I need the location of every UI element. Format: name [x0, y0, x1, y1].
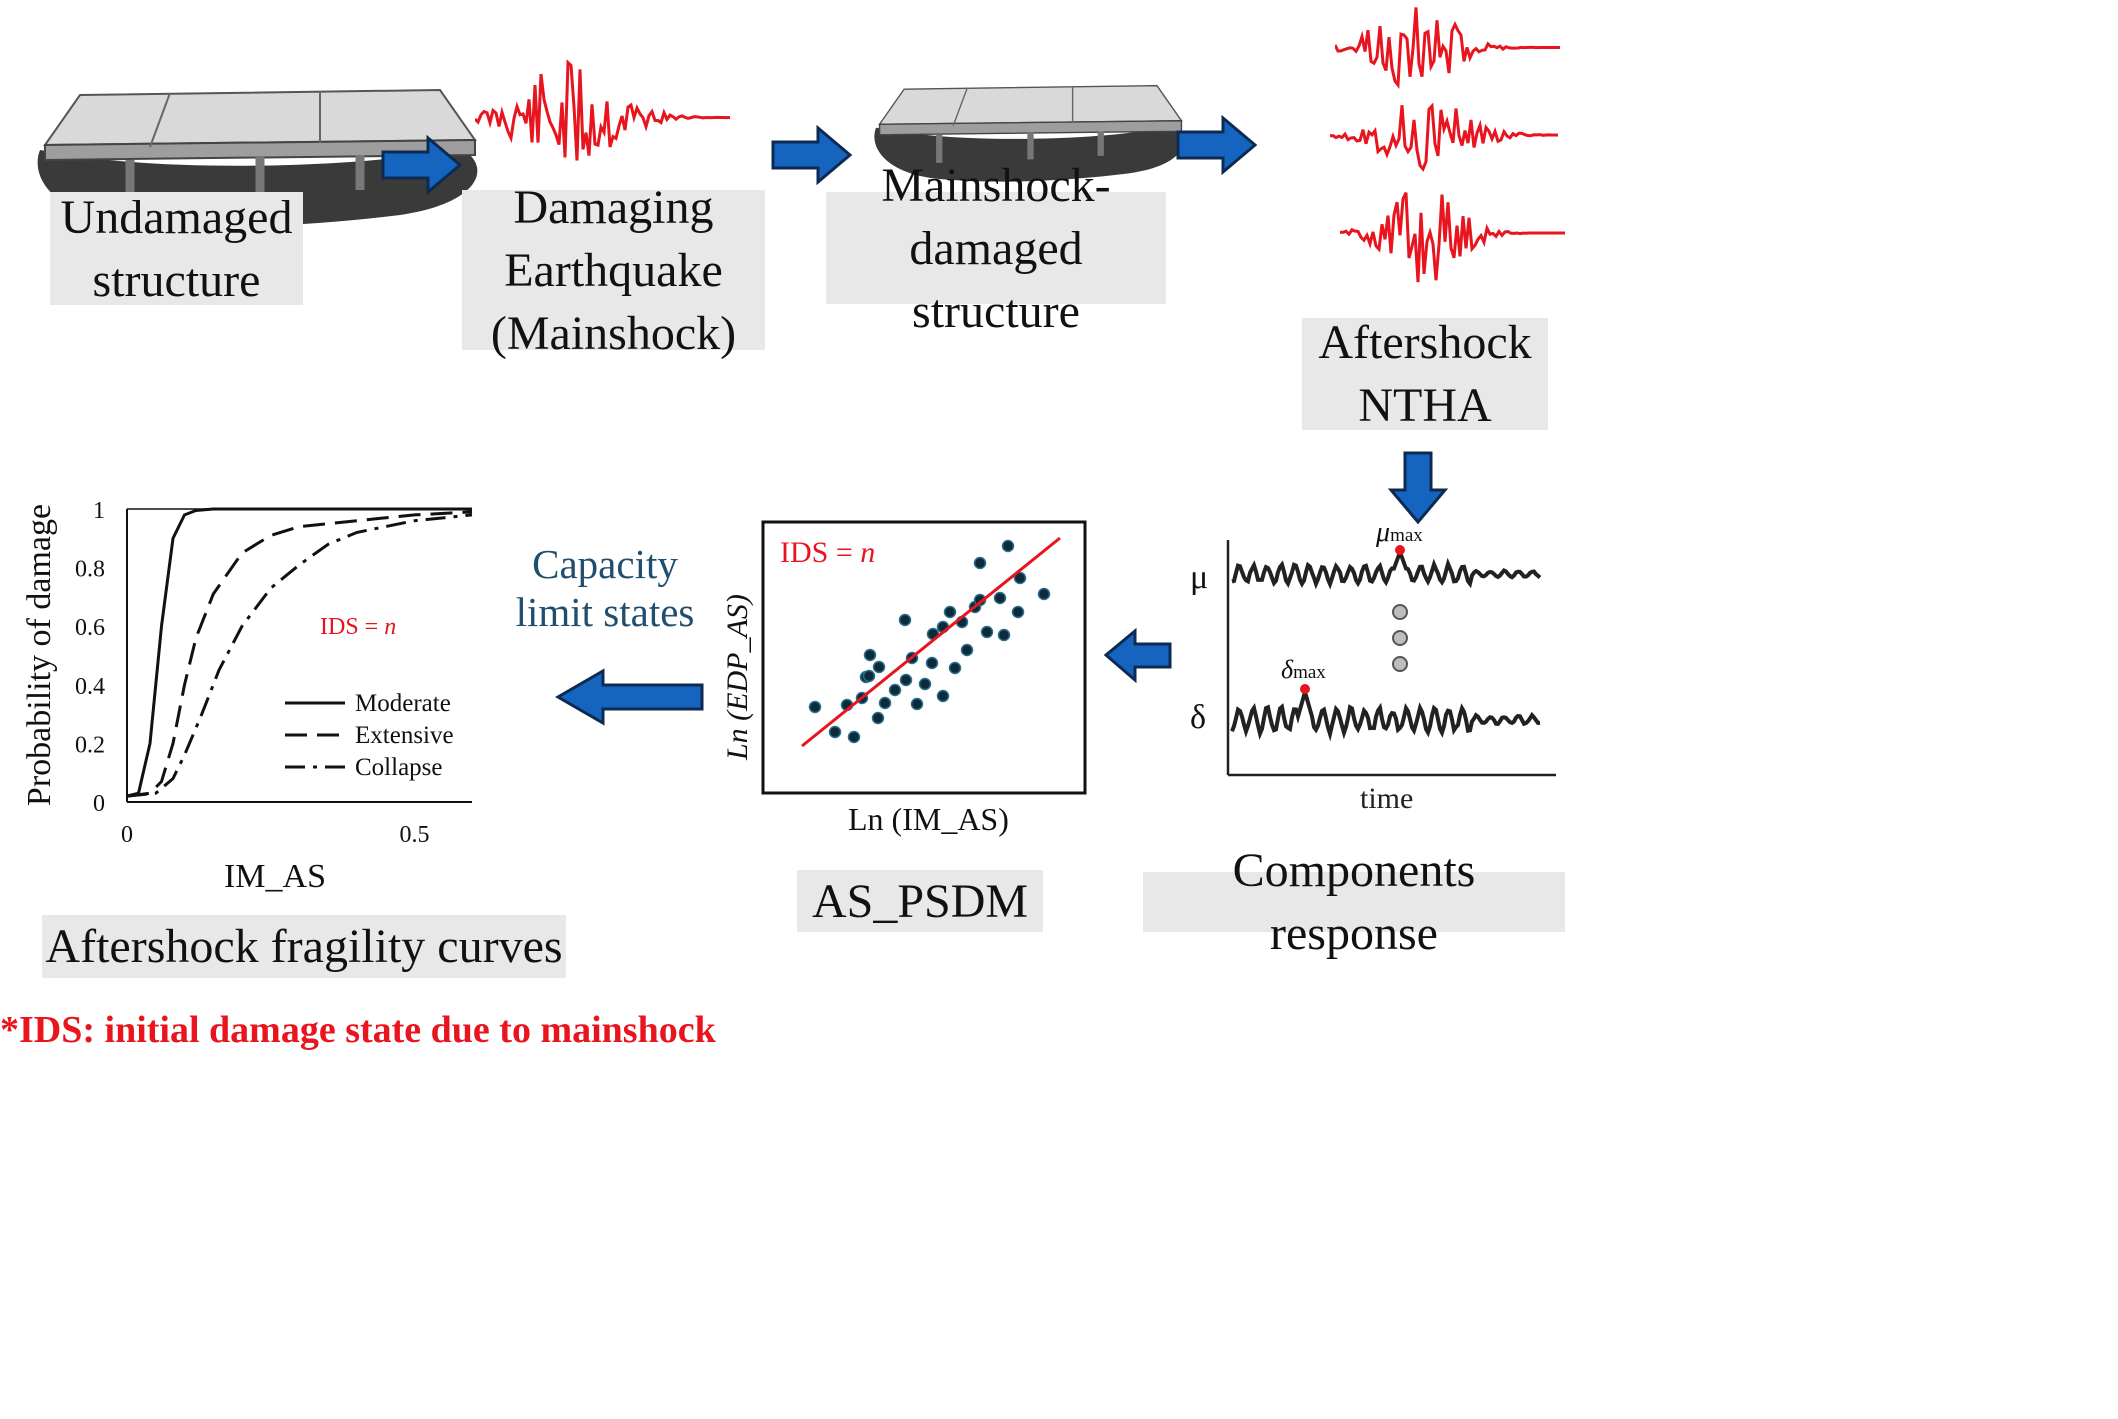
- psdm-point: [863, 648, 877, 662]
- psdm-point: [878, 696, 892, 710]
- svg-text:μmax: μmax: [1375, 517, 1423, 548]
- psdm-point: [973, 593, 987, 607]
- psdm-point: [888, 683, 902, 697]
- psdm-point: [960, 643, 974, 657]
- aftershock-waveform-2: [1330, 102, 1559, 172]
- fragility-legend-label: Collapse: [355, 754, 443, 781]
- psdm-point: [808, 700, 822, 714]
- aftershock-fragility-label: Aftershock fragility curves: [42, 915, 566, 978]
- fragility-ytick-label: 0.8: [75, 557, 105, 583]
- svg-text:IDS = n: IDS = n: [780, 536, 875, 569]
- fragility-xtick-label: 0: [121, 822, 133, 848]
- mu-axis-label: μ: [1190, 559, 1208, 596]
- fragility-curves-chart: 0 0.2 0.4 0.6 0.8 1 0 0.5 ModerateExtensiveCol…: [21, 498, 473, 895]
- capacity-line2: limit states: [515, 589, 695, 635]
- fragility-xlabel: IM_AS: [224, 858, 326, 895]
- arrow-down: [1388, 451, 1448, 525]
- undamaged-structure-label: Undamaged structure: [50, 191, 303, 307]
- arrow-left-small: [1103, 628, 1172, 683]
- psdm-point: [1001, 539, 1015, 553]
- psdm-ylabel-prefix: Ln: [721, 721, 754, 761]
- fragility-ids-annotation: IDS = n: [320, 614, 396, 640]
- as-psdm-text: AS_PSDM: [811, 874, 1029, 928]
- fragility-ytick-label: 0.2: [75, 732, 105, 758]
- arrow-right-1: [381, 135, 463, 195]
- aftershock-waveform-1: [1335, 7, 1560, 89]
- delta-max-symbol: δ: [1281, 655, 1294, 684]
- mainshock-label: Damaging Earthquake (Mainshock): [462, 181, 765, 360]
- psdm-point: [847, 730, 861, 744]
- psdm-point: [993, 591, 1007, 605]
- psdm-point: [943, 605, 957, 619]
- mainshock-waveform: [475, 59, 730, 161]
- psdm-ids-prefix: IDS =: [780, 536, 860, 569]
- psdm-point: [910, 697, 924, 711]
- damaged-line2: damaged structure: [909, 221, 1083, 338]
- fragility-legend-label: Moderate: [355, 690, 451, 717]
- ntha-line1: Aftershock: [1318, 316, 1532, 369]
- psdm-point: [828, 725, 842, 739]
- psdm-point: [1011, 605, 1025, 619]
- fragility-legend-label: Extensive: [355, 722, 454, 749]
- psdm-point: [925, 656, 939, 670]
- psdm-point: [948, 661, 962, 675]
- psdm-point: [997, 628, 1011, 642]
- fragility-series-moderate: [126, 507, 472, 798]
- fragility-ytick-label: 0.6: [75, 615, 105, 641]
- arrow-right-3: [1176, 115, 1258, 175]
- capacity-line1: Capacity: [532, 541, 678, 587]
- psdm-point: [980, 625, 994, 639]
- fragility-ytick-label: 1: [93, 498, 105, 524]
- svg-text:δmax: δmax: [1281, 655, 1326, 684]
- mainshock-line3: (Mainshock): [490, 306, 737, 360]
- components-response-label: Components response: [1143, 844, 1565, 960]
- fragility-series-extensive: [126, 510, 473, 798]
- arrow-left-large: [555, 668, 704, 726]
- psdm-point: [862, 669, 876, 683]
- mainshock-line2: Earthquake: [504, 243, 723, 297]
- psdm-xlabel: Ln (IM_AS): [848, 801, 1009, 837]
- time-axis-label: time: [1360, 782, 1413, 815]
- psdm-point: [871, 711, 885, 725]
- psdm-point: [1037, 587, 1051, 601]
- damaged-line1: Mainshock-: [881, 158, 1111, 212]
- arrow-right-2: [771, 125, 853, 185]
- undamaged-line2: structure: [92, 253, 261, 307]
- fragility-label-text: Aftershock fragility curves: [45, 920, 563, 973]
- psdm-point: [973, 556, 987, 570]
- damaged-structure-label: Mainshock- damaged structure: [826, 159, 1166, 338]
- as-psdm-label: AS_PSDM: [797, 870, 1043, 932]
- mu-max-symbol: μ: [1375, 517, 1390, 548]
- components-response-plot: μ δ time μmax δmax: [1190, 517, 1556, 815]
- fragility-ylabel: Probability of damage: [21, 504, 58, 806]
- delta-axis-label: δ: [1190, 699, 1206, 736]
- damaged-bridge-image: [874, 84, 1184, 182]
- fragility-xtick-label: 0.5: [400, 822, 430, 848]
- aftershock-ntha-label: Aftershock NTHA: [1302, 316, 1548, 432]
- components-response-text: Components response: [1232, 844, 1476, 960]
- psdm-point: [936, 689, 950, 703]
- fragility-series-collapse: [126, 513, 473, 798]
- capacity-limit-states-text: Capacity limit states: [505, 540, 705, 636]
- ntha-line2: NTHA: [1358, 379, 1492, 432]
- fragility-ytick-label: 0: [93, 791, 105, 817]
- svg-text:Ln (EDP_AS): Ln (EDP_AS): [721, 594, 754, 761]
- psdm-point: [898, 613, 912, 627]
- psdm-ylabel-italic: (EDP_AS): [721, 594, 754, 721]
- psdm-ids-var: n: [860, 536, 875, 569]
- aftershock-waveform-3: [1340, 192, 1565, 283]
- mainshock-line1: Damaging: [513, 180, 714, 234]
- psdm-point: [1013, 571, 1027, 585]
- undamaged-line1: Undamaged: [60, 190, 293, 244]
- delta-max-subscript: max: [1293, 662, 1326, 683]
- psdm-scatter-plot: IDS = n Ln (EDP_AS) Ln (IM_AS): [721, 520, 1087, 837]
- psdm-point: [872, 660, 886, 674]
- psdm-point: [918, 677, 932, 691]
- psdm-point: [899, 673, 913, 687]
- fragility-ytick-label: 0.4: [75, 674, 105, 700]
- footnote: *IDS: initial damage state due to mainsh…: [0, 1009, 716, 1051]
- mu-max-subscript: max: [1390, 525, 1423, 546]
